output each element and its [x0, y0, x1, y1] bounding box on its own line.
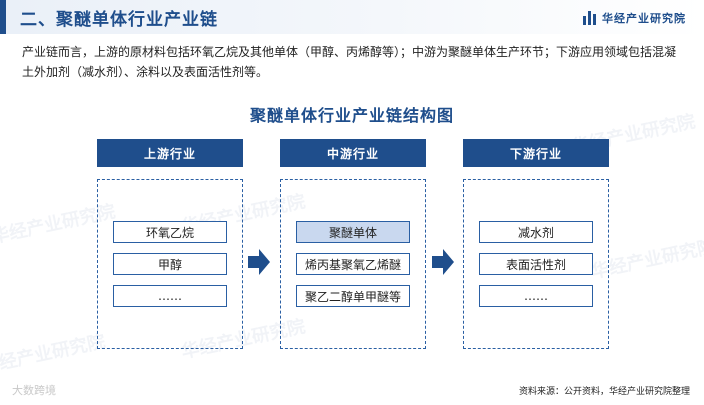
flow-arrow-icon	[432, 249, 454, 275]
stage-item: ……	[113, 285, 227, 307]
stage-item: 减水剂	[479, 221, 593, 243]
stage-item: 表面活性剂	[479, 253, 593, 275]
stage-item-highlighted: 聚醚单体	[296, 221, 410, 243]
stage-header-downstream: 下游行业	[463, 139, 609, 167]
stage-header-midstream: 中游行业	[280, 139, 426, 167]
bottom-watermark: 大数跨境	[12, 384, 56, 397]
stage-box-midstream: 聚醚单体 烯丙基聚氧乙烯醚 聚乙二醇单甲醚等	[280, 179, 426, 349]
stage-box-downstream: 减水剂 表面活性剂 ……	[463, 179, 609, 349]
diagram-title: 聚醚单体行业产业链结构图	[249, 106, 454, 125]
page-header: 二、聚醚单体行业产业链 华经产业研究院	[0, 0, 704, 34]
stage-item: ……	[479, 285, 593, 307]
stage-item: 聚乙二醇单甲醚等	[296, 285, 410, 307]
header-accent-bar	[0, 0, 6, 34]
source-note: 资料来源：公开资料，华经产业研究院整理	[518, 387, 690, 397]
watermark: 华经产业研究院	[0, 331, 108, 378]
brand: 华经产业研究院	[583, 9, 686, 27]
stage-header-upstream: 上游行业	[97, 139, 243, 167]
brand-name: 华经产业研究院	[602, 12, 686, 25]
stage-box-upstream: 环氧乙烷 甲醇 ……	[97, 179, 243, 349]
flow-arrow-icon	[248, 249, 270, 275]
brand-logo-icon	[583, 11, 596, 25]
stage-item: 甲醇	[113, 253, 227, 275]
stage-item: 环氧乙烷	[113, 221, 227, 243]
intro-paragraph: 产业链而言，上游的原材料包括环氧乙烷及其他单体（甲醇、丙烯醇等）；中游为聚醚单体…	[22, 45, 677, 79]
page-title: 二、聚醚单体行业产业链	[20, 10, 218, 30]
stage-item: 烯丙基聚氧乙烯醚	[296, 253, 410, 275]
